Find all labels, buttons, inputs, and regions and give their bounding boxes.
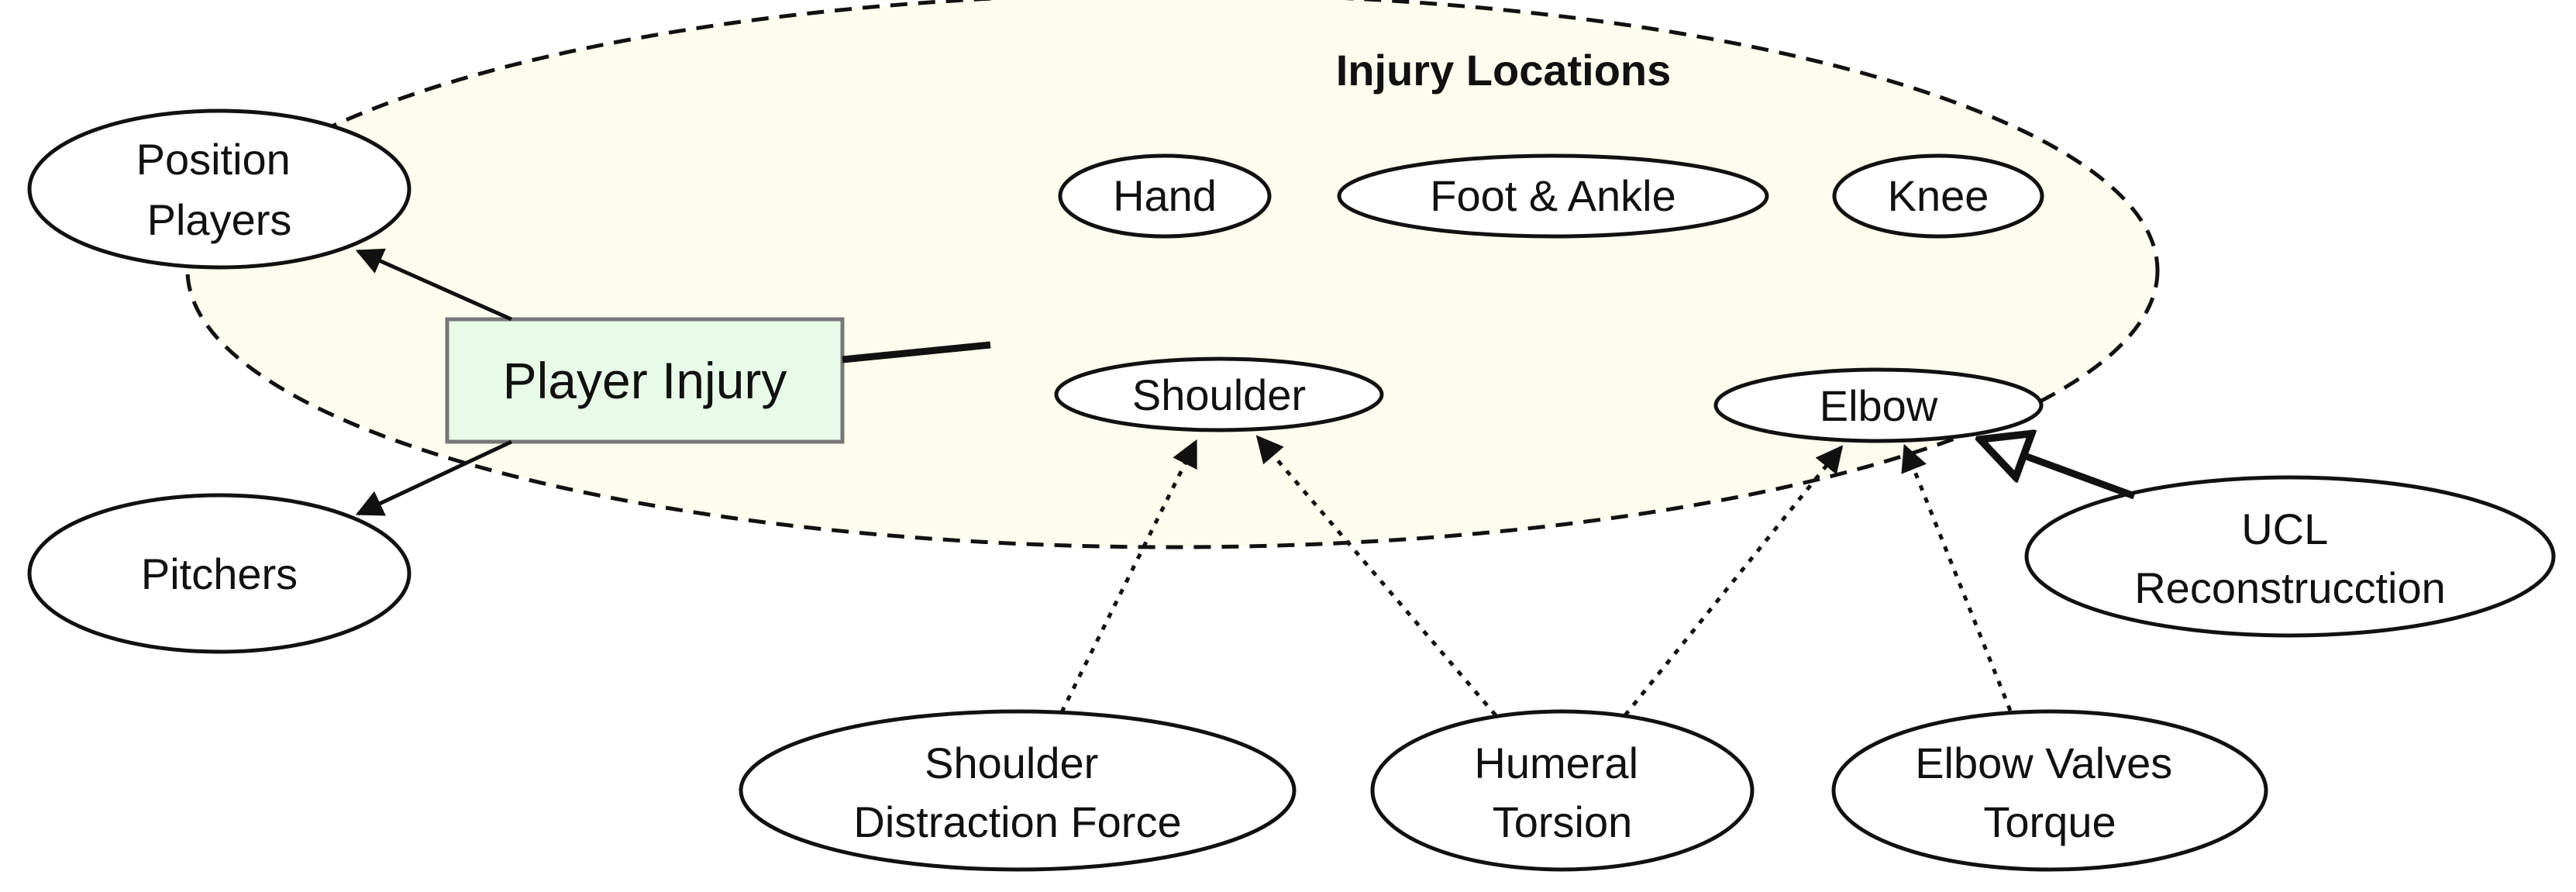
player-injury-label: Player Injury	[503, 352, 787, 409]
category-label-position-players: Position Players	[136, 135, 303, 244]
injury-locations-title: Injury Locations	[1336, 46, 1672, 95]
factor-node-shoulder-distraction-force[interactable]: Shoulder Distraction Force	[739, 709, 1297, 872]
location-label-knee: Knee	[1888, 171, 1989, 220]
player-injury-node[interactable]: Player Injury	[445, 317, 845, 444]
category-node-position-players[interactable]: Position Players	[27, 108, 412, 270]
location-label-shoulder: Shoulder	[1132, 370, 1306, 419]
injury-locations-group	[185, 0, 2160, 549]
edge-player-injury-to-injury-locations	[842, 341, 991, 363]
location-node-shoulder[interactable]: Shoulder	[1054, 356, 1384, 432]
location-node-foot-ankle[interactable]: Foot & Ankle	[1337, 153, 1769, 239]
location-label-foot-ankle: Foot & Ankle	[1430, 171, 1676, 220]
location-node-elbow[interactable]: Elbow	[1713, 367, 2044, 443]
factor-label-shoulder-distraction-force: Shoulder Distraction Force	[853, 739, 1181, 846]
factor-node-ucl-reconstruction[interactable]: UCL Reconstrucction	[2024, 475, 2556, 638]
edge-shoulder-distraction-to-shoulder	[1059, 439, 1198, 714]
location-label-elbow: Elbow	[1820, 381, 1938, 430]
category-node-pitchers[interactable]: Pitchers	[27, 493, 412, 654]
edge-player-injury-to-pitchers	[355, 439, 513, 516]
factor-label-elbow-valves-torque: Elbow Valves Torque	[1915, 739, 2185, 846]
factor-node-humeral-torsion[interactable]: Humeral Torsion	[1370, 709, 1755, 872]
category-label-pitchers: Pitchers	[141, 549, 298, 598]
edge-ucl-reconstruction-to-elbow	[1980, 439, 2136, 500]
location-node-hand[interactable]: Hand	[1058, 153, 1272, 239]
edge-humeral-torsion-to-elbow	[1624, 445, 1844, 717]
factor-label-humeral-torsion: Humeral Torsion	[1474, 739, 1650, 846]
factor-node-elbow-valves-torque[interactable]: Elbow Valves Torque	[1831, 709, 2268, 872]
factor-label-ucl-reconstruction: UCL Reconstrucction	[2134, 505, 2446, 612]
edge-elbow-valves-torque-to-elbow	[1901, 443, 2013, 711]
edge-humeral-torsion-to-shoulder	[1255, 435, 1497, 717]
edge-player-injury-to-position-players	[355, 248, 513, 322]
location-label-hand: Hand	[1113, 171, 1217, 220]
location-node-knee[interactable]: Knee	[1832, 153, 2044, 239]
